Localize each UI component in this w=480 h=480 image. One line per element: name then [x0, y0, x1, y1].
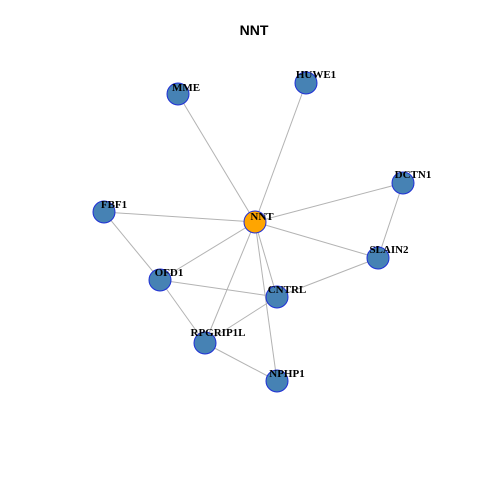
graph-title: NNT [240, 22, 269, 38]
edges [103, 82, 404, 382]
node-mme[interactable] [166, 82, 190, 106]
nodes [92, 71, 415, 393]
label-nphp1: NPHP1 [269, 368, 304, 380]
edge-ofd1-rpgrip1l [159, 279, 206, 344]
edge-fbf1-ofd1 [103, 211, 161, 281]
node-rpgrip1l[interactable] [193, 331, 217, 355]
edge-nnt-ofd1 [159, 221, 256, 281]
edge-nnt-huwe1 [254, 82, 307, 223]
label-fbf1: FBF1 [101, 199, 127, 211]
node-ofd1[interactable] [148, 268, 172, 292]
node-labels: MME HUWE1 DCTN1 FBF1 SLAIN2 OFD1 CNTRL R… [101, 69, 431, 380]
node-dctn1[interactable] [391, 171, 415, 195]
label-mme: MME [172, 82, 200, 94]
edge-nnt-dctn1 [254, 182, 404, 223]
edge-nnt-nphp1 [254, 221, 278, 382]
node-slain2[interactable] [366, 246, 390, 270]
edge-nnt-cntrl [254, 221, 278, 298]
node-nnt[interactable] [243, 210, 267, 234]
edge-nnt-rpgrip1l [204, 221, 256, 344]
edge-rpgrip1l-nphp1 [204, 342, 278, 382]
edge-dctn1-slain2 [377, 182, 404, 259]
edge-ofd1-cntrl [159, 279, 278, 298]
edge-nnt-slain2 [254, 221, 379, 259]
label-huwe1: HUWE1 [296, 69, 336, 81]
node-fbf1[interactable] [92, 200, 116, 224]
edge-cntrl-rpgrip1l [204, 296, 278, 344]
label-rpgrip1l: RPGRIP1L [191, 327, 246, 339]
label-dctn1: DCTN1 [395, 169, 432, 181]
label-nnt: NNT [250, 211, 274, 223]
label-cntrl: CNTRL [268, 284, 307, 296]
edge-slain2-cntrl [276, 257, 379, 298]
edge-nnt-fbf1 [103, 211, 256, 223]
label-slain2: SLAIN2 [369, 244, 409, 256]
node-nphp1[interactable] [265, 369, 289, 393]
edge-nnt-mme [177, 93, 256, 223]
label-ofd1: OFD1 [155, 267, 184, 279]
node-huwe1[interactable] [294, 71, 318, 95]
node-cntrl[interactable] [265, 285, 289, 309]
